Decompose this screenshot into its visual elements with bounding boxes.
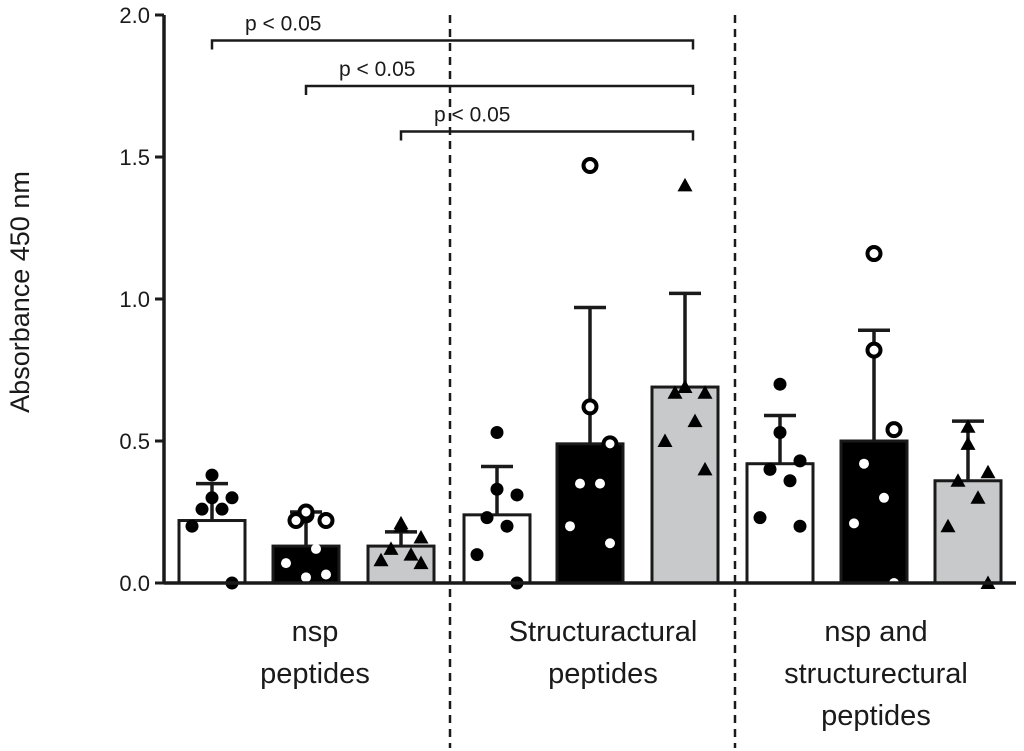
- data-point: [413, 530, 429, 544]
- data-point: [697, 461, 713, 476]
- data-point: [783, 474, 797, 488]
- axes-layer: 0.0 0.5 1.0 1.5 2.0: [119, 3, 1016, 748]
- data-point: [205, 491, 219, 505]
- data-point: [763, 462, 777, 476]
- data-point: [793, 519, 807, 533]
- data-point: [601, 435, 619, 453]
- data-point: [287, 512, 305, 530]
- data-point: [980, 464, 996, 479]
- data-point: [311, 543, 321, 554]
- data-point: [403, 547, 419, 561]
- y-tick-label: 0.5: [119, 429, 150, 454]
- group-label: peptides: [821, 700, 931, 732]
- data-point: [470, 548, 484, 562]
- data-point: [321, 569, 331, 580]
- data-point: [281, 558, 291, 569]
- data-point: [413, 555, 429, 570]
- significance-label: p < 0.05: [339, 58, 415, 81]
- data-point: [195, 502, 209, 516]
- data-point: [865, 245, 883, 263]
- data-point: [581, 157, 599, 175]
- data-point: [960, 419, 976, 433]
- data-point: [393, 518, 409, 533]
- bar: [650, 385, 720, 585]
- y-tick-label: 1.5: [119, 145, 150, 170]
- group-label: peptides: [548, 658, 658, 690]
- data-point: [205, 468, 219, 482]
- data-point: [215, 502, 229, 516]
- group-label: Structuractural: [509, 616, 698, 648]
- data-point: [793, 454, 807, 468]
- data-point: [677, 379, 693, 394]
- data-point: [773, 425, 787, 439]
- data-point: [697, 385, 713, 399]
- data-point: [500, 519, 514, 533]
- data-point: [490, 425, 504, 439]
- data-point: [950, 473, 966, 487]
- data-point: [605, 538, 615, 549]
- data-point: [960, 436, 976, 450]
- data-point: [565, 521, 575, 532]
- significance-label: p < 0.05: [434, 103, 510, 126]
- data-point: [773, 377, 787, 391]
- data-point: [940, 518, 956, 533]
- data-point: [480, 511, 494, 525]
- data-point: [595, 478, 605, 489]
- y-tick-label: 1.0: [119, 287, 150, 312]
- data-point: [225, 491, 239, 505]
- data-point: [677, 177, 693, 192]
- significance-layer: p < 0.05 p < 0.05 p < 0.05: [210, 13, 695, 141]
- data-point: [317, 512, 335, 530]
- data-points-layer: [185, 157, 996, 590]
- bar: [555, 442, 625, 585]
- data-point: [297, 503, 315, 521]
- significance-bracket: [399, 130, 695, 141]
- data-point: [865, 341, 883, 359]
- data-point: [970, 490, 986, 504]
- data-point: [575, 478, 585, 489]
- data-point: [687, 413, 703, 428]
- data-point: [657, 433, 673, 447]
- data-point: [383, 541, 399, 555]
- significance-label: p < 0.05: [245, 13, 321, 36]
- data-point: [490, 482, 504, 496]
- data-point: [373, 552, 389, 567]
- bar: [839, 439, 909, 585]
- data-point: [849, 518, 859, 529]
- y-tick-label: 2.0: [119, 3, 150, 28]
- y-tick-label: 0.0: [119, 571, 150, 596]
- group-label: peptides: [260, 658, 370, 690]
- data-point: [581, 398, 599, 416]
- data-point: [859, 458, 869, 469]
- data-point: [879, 492, 889, 503]
- y-axis-title: Absorbance 450 nm: [5, 171, 35, 413]
- data-point: [510, 488, 524, 502]
- data-point: [301, 572, 311, 583]
- data-point: [667, 385, 683, 399]
- significance-bracket: [210, 39, 695, 50]
- data-point: [885, 421, 903, 439]
- significance-bracket: [304, 84, 695, 95]
- group-label: nsp: [292, 616, 339, 648]
- group-label: nsp and: [824, 616, 927, 648]
- data-point: [185, 519, 199, 533]
- group-label: structurectural: [784, 658, 968, 690]
- group-labels-layer: nsp peptides Structuractural peptides nsp an…: [260, 616, 968, 732]
- data-point: [753, 511, 767, 525]
